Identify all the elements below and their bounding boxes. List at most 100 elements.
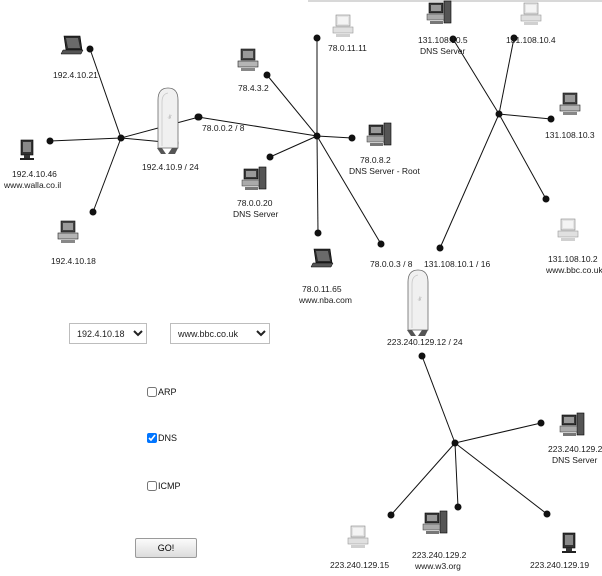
link-endpoint <box>348 134 356 142</box>
top-border <box>308 0 602 2</box>
server-ip-label: 78.0.0.20 <box>237 198 273 208</box>
host-ip-label: 78.4.3.2 <box>238 83 269 93</box>
link-endpoint <box>418 352 426 360</box>
network-link <box>498 37 515 115</box>
link-endpoint <box>547 115 555 123</box>
network-link <box>454 442 459 508</box>
laptop-icon <box>310 248 334 268</box>
host-name-label: www.w3.org <box>414 561 461 571</box>
network-link <box>269 135 318 158</box>
arp-checkbox[interactable] <box>147 387 157 397</box>
host-ip-label: 192.4.10.18 <box>51 256 96 266</box>
network-link <box>316 135 319 234</box>
server-role-label: DNS Server <box>233 209 279 219</box>
network-link <box>454 422 542 444</box>
hub-node <box>117 134 125 142</box>
host-name-label: www.nba.com <box>298 295 352 305</box>
hub-node <box>495 110 503 118</box>
server-ip-label: 78.0.8.2 <box>360 155 391 165</box>
host-ip-label: 131.108.10.3 <box>545 130 595 140</box>
server-role-label: DNS Server <box>552 455 598 465</box>
host-ip-label: 131.108.10.2 <box>548 254 598 264</box>
pc-icon <box>347 525 369 549</box>
link-endpoint <box>313 34 321 42</box>
pc-icon <box>559 92 581 116</box>
network-link <box>498 113 547 200</box>
dns-checkbox[interactable] <box>147 433 157 443</box>
server-icon <box>422 510 448 535</box>
link-endpoint <box>543 510 551 518</box>
link-endpoint <box>436 244 444 252</box>
router-interface-label: 223.240.129.12 / 24 <box>387 337 463 347</box>
network-link <box>89 48 122 139</box>
destination-host-select[interactable]: www.bbc.co.uk <box>170 323 270 344</box>
link-endpoint <box>542 195 550 203</box>
network-link <box>266 74 318 137</box>
monitor-icon <box>561 532 577 554</box>
link-endpoint <box>89 208 97 216</box>
network-link <box>92 137 122 213</box>
router-icon <box>156 87 179 155</box>
monitor-icon <box>19 139 35 161</box>
link-endpoint <box>449 35 457 43</box>
icmp-checkbox[interactable] <box>147 481 157 491</box>
network-link <box>454 442 548 515</box>
link-endpoint <box>46 137 54 145</box>
link-endpoint <box>263 71 271 79</box>
host-ip-label: 223.240.129.19 <box>530 560 589 570</box>
icmp-label: ICMP <box>158 481 181 491</box>
arp-option[interactable]: ARP <box>147 387 177 397</box>
arp-label: ARP <box>158 387 177 397</box>
go-button[interactable]: GO! <box>135 538 197 558</box>
hub-node <box>313 132 321 140</box>
network-link <box>197 116 318 137</box>
pc-icon <box>237 48 259 72</box>
host-name-label: www.walla.co.il <box>3 180 61 190</box>
link-endpoint <box>537 419 545 427</box>
pc-icon <box>332 14 354 38</box>
server-icon <box>366 122 392 147</box>
link-endpoint <box>387 511 395 519</box>
network-hubs <box>117 110 503 447</box>
host-name-label: www.bbc.co.uk <box>545 265 602 275</box>
server-ip-label: 223.240.129.24 <box>548 444 602 454</box>
link-endpoint <box>86 45 94 53</box>
network-link <box>452 38 500 115</box>
network-link <box>49 137 122 142</box>
link-endpoint <box>266 153 274 161</box>
router-icon <box>406 269 429 337</box>
network-link <box>390 442 456 516</box>
network-link <box>439 113 500 249</box>
server-icon <box>241 166 267 191</box>
network-link <box>421 355 456 444</box>
link-address-label: 78.0.0.2 / 8 <box>202 123 245 133</box>
network-links <box>46 34 555 519</box>
host-ip-label: 78.0.11.65 <box>302 284 342 294</box>
network-link <box>498 113 552 120</box>
host-ip-label: 192.4.10.21 <box>53 70 98 80</box>
link-address-label: 78.0.0.3 / 8 <box>370 259 413 269</box>
link-endpoint <box>454 503 462 511</box>
pc-icon <box>520 2 542 26</box>
server-icon <box>426 0 452 25</box>
host-ip-label: 192.4.10.46 <box>12 169 57 179</box>
host-ip-label: 78.0.11.11 <box>328 43 367 53</box>
link-endpoint <box>194 113 202 121</box>
server-icon <box>559 412 585 437</box>
dns-option[interactable]: DNS <box>147 433 177 443</box>
source-host-select[interactable]: 192.4.10.18 <box>69 323 147 344</box>
link-endpoint <box>314 229 322 237</box>
router-interface-label: 192.4.10.9 / 24 <box>142 162 199 172</box>
host-ip-label: 223.240.129.15 <box>330 560 389 570</box>
link-endpoint <box>510 34 518 42</box>
link-address-label: 131.108.10.1 / 16 <box>424 259 490 269</box>
hub-node <box>451 439 459 447</box>
link-endpoint <box>377 240 385 248</box>
dns-label: DNS <box>158 433 178 443</box>
network-link <box>316 135 382 245</box>
server-role-label: DNS Server - Root <box>349 166 420 176</box>
icmp-option[interactable]: ICMP <box>147 481 181 491</box>
host-ip-label: 131.108.10.4 <box>506 35 556 45</box>
pc-icon <box>557 218 579 242</box>
